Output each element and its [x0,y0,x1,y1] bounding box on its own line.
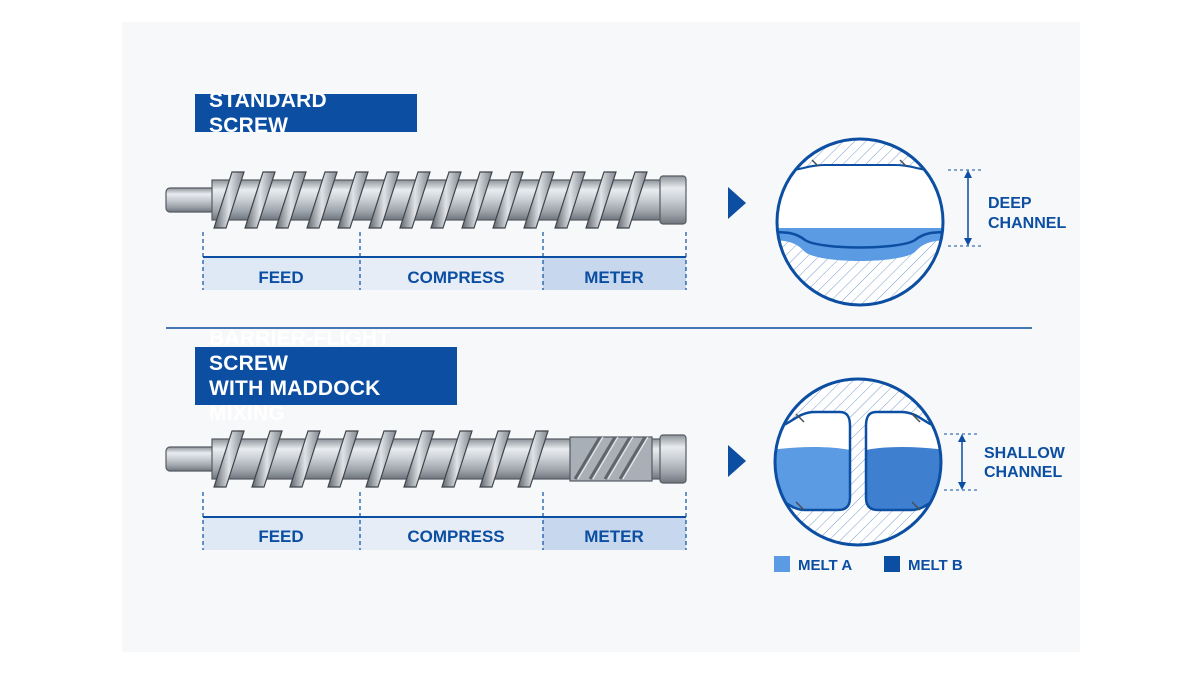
screw-flight [213,171,245,229]
screw-flight [244,171,276,229]
barrier-zone-meter [543,516,686,550]
standard-zone-meter [543,256,686,290]
shallow-channel-label-line1: SHALLOW [984,445,1066,462]
screw-flight [337,171,369,229]
maddock-mixing-section [569,436,653,482]
barrier-zone-feed-label: FEED [258,527,303,546]
screw-flight [403,430,435,488]
legend-swatch-melt-b [884,556,900,572]
standard-zone-compress-label: COMPRESS [407,268,504,287]
barrier-zone-meter-label: METER [584,527,644,546]
standard-zone-meter-label: METER [584,268,644,287]
screw-flight [585,171,617,229]
barrier-zone-compress [360,516,543,550]
screw-flight [523,171,555,229]
standard-screw-flights [213,171,648,229]
barrier-zone-compress-label: COMPRESS [407,527,504,546]
standard-screw-stub [165,187,217,213]
barrier-screw-title: BARRIER-FLIGHT SCREW WITH MADDOCK MIXING [195,327,457,425]
barrier-screw-stub [165,446,217,472]
screw-flight [275,171,307,229]
shallow-channel-label-line2: CHANNEL [984,464,1062,481]
barrier-screw-title-line2: WITH MADDOCK MIXING [209,377,381,425]
deep-channel-label-line1: DEEP [988,195,1032,212]
screw-flight [368,171,400,229]
screw-flight [492,171,524,229]
screw-flight [616,171,648,229]
screw-flight [399,171,431,229]
legend-swatch-melt-a [774,556,790,572]
barrier-arrow-icon [728,445,746,477]
standard-zone-feed-label: FEED [258,268,303,287]
screw-flight [461,171,493,229]
screw-flight [306,171,338,229]
deep-channel-dimension: DEEP CHANNEL [948,169,1066,247]
shallow-channel-dimension: SHALLOW CHANNEL [944,433,1066,491]
legend-label-melt-a: MELT A [798,557,852,574]
screw-flight [441,430,473,488]
screw-flight [517,430,549,488]
standard-arrow-icon [728,187,746,219]
barrier-screw-flights [213,430,549,488]
deep-channel-label-line2: CHANNEL [988,215,1066,232]
standard-screw-tip [659,175,687,225]
melt-legend: MELT A MELT B [774,556,963,574]
barrier-screw-title-line1: BARRIER-FLIGHT SCREW [209,327,391,375]
barrier-screw-tip [659,434,687,484]
standard-zone-feed [203,256,360,290]
standard-zone-bar: FEED COMPRESS METER [202,232,687,290]
screw-flight [251,430,283,488]
barrier-screw [165,430,687,488]
screw-flight [327,430,359,488]
deep-channel-melt [777,228,943,261]
barrier-cross-section [773,377,943,547]
standard-screw-title-text: STANDARD SCREW [209,89,327,137]
barrier-zone-feed [203,516,360,550]
deep-channel-void [777,165,943,248]
standard-screw [165,171,687,229]
screw-flight [430,171,462,229]
screw-flight [554,171,586,229]
screw-flight [479,430,511,488]
standard-screw-title: STANDARD SCREW [195,89,417,137]
screw-flight [289,430,321,488]
screw-flight [365,430,397,488]
standard-cross-section [775,137,945,307]
screw-flight [213,430,245,488]
barrier-zone-bar: FEED COMPRESS METER [202,492,687,550]
standard-zone-compress [360,256,543,290]
legend-label-melt-b: MELT B [908,557,963,574]
